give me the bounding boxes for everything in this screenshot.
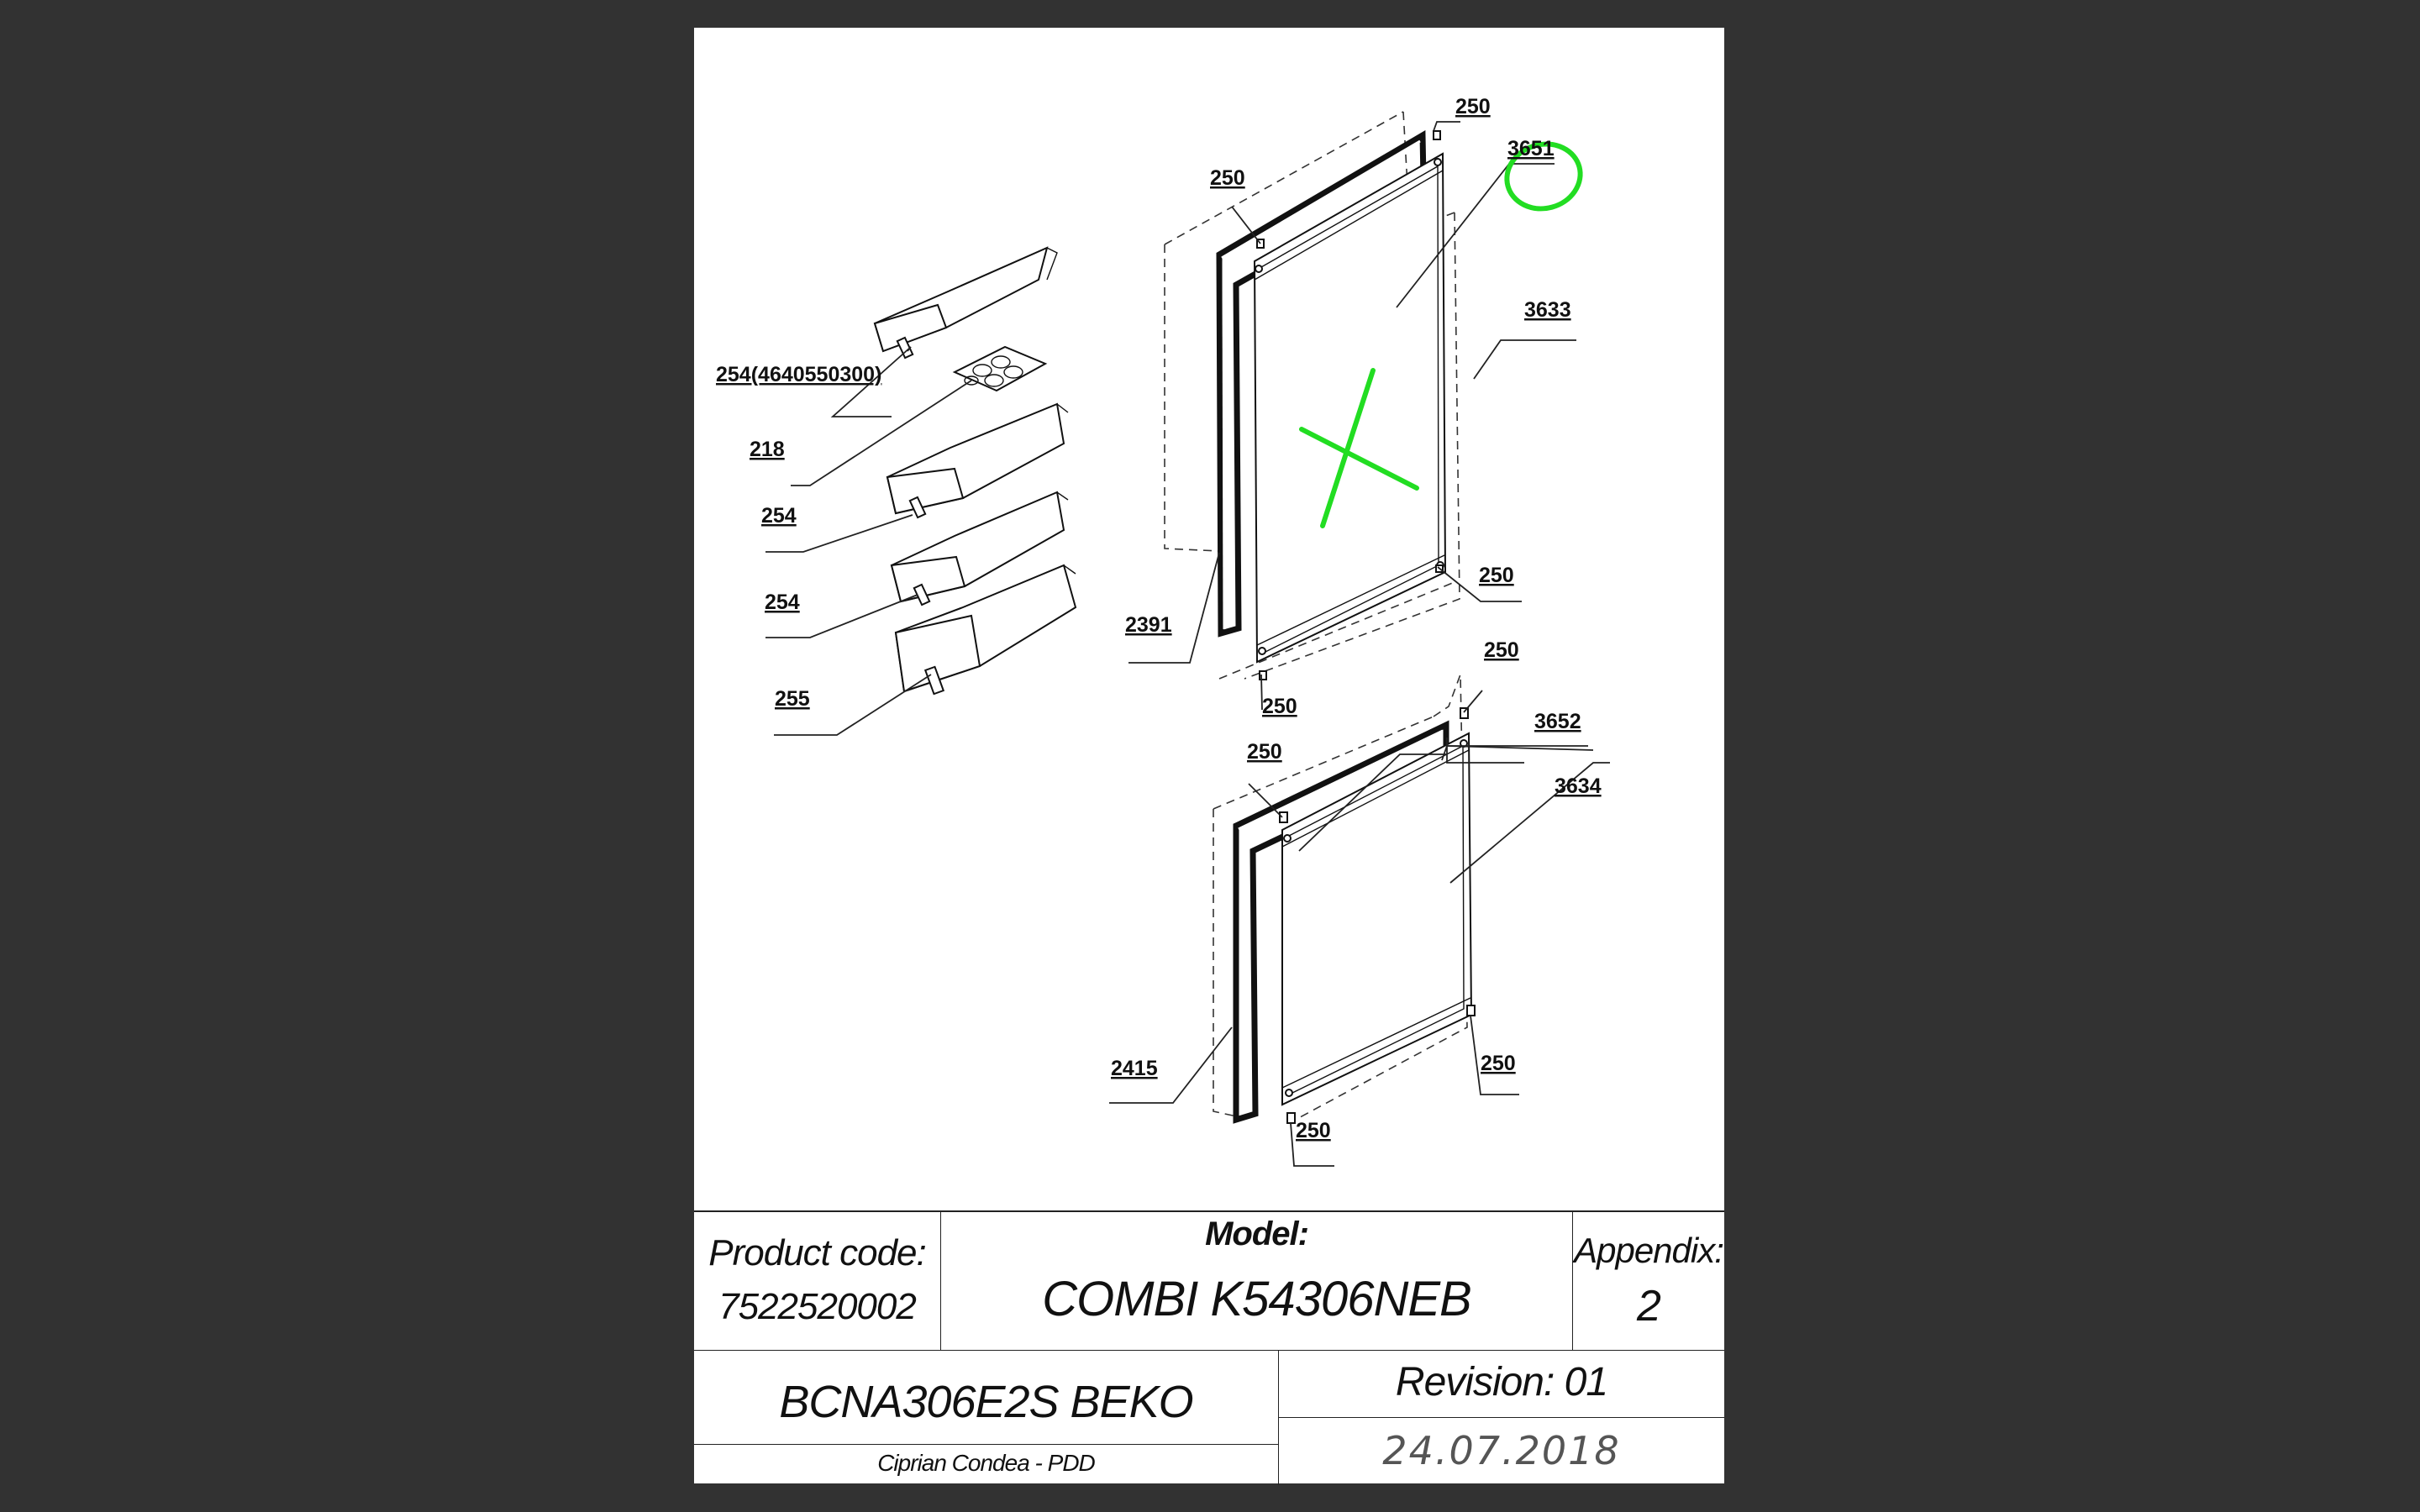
appendix-label: Appendix: [1574, 1231, 1724, 1270]
date: 24.07.2018 [1382, 1428, 1621, 1473]
product-name-cell: BCNA306E2S BEKO [694, 1351, 1279, 1445]
callout-3652: 3652 [1534, 710, 1581, 733]
callout-3634: 3634 [1555, 774, 1602, 798]
callout-254: 254 [761, 504, 797, 528]
callout-250: 250 [1484, 638, 1519, 662]
callout-2391: 2391 [1125, 613, 1172, 637]
callout-254: 254 [765, 591, 800, 614]
appendix-cell: Appendix: 2 [1573, 1212, 1724, 1351]
callout-3651: 3651 [1507, 137, 1555, 160]
revision-cell: Revision: 01 [1279, 1351, 1724, 1418]
callout-254-4640550300: 254(4640550300) [716, 363, 881, 386]
model-cell: Model: COMBI K54306NEB [941, 1212, 1573, 1351]
callout-250: 250 [1479, 564, 1514, 587]
callout-250: 250 [1455, 95, 1491, 118]
cross-mark-stroke-1 [1299, 427, 1419, 491]
door-shelf-2 [886, 402, 1069, 519]
revision: Revision: 01 [1395, 1360, 1608, 1404]
leader-lines [765, 121, 1610, 1167]
model-label: Model: [1205, 1215, 1309, 1252]
cross-mark-stroke-2 [1320, 368, 1376, 528]
callout-250: 250 [1296, 1119, 1331, 1142]
callout-2415: 2415 [1111, 1057, 1158, 1080]
egg-tray [952, 345, 1048, 392]
callout-250: 250 [1210, 166, 1245, 190]
annotation-marks [1299, 141, 1583, 528]
model-value: COMBI K54306NEB [1042, 1272, 1471, 1326]
product-code-label: Product code: [708, 1232, 927, 1273]
door-shelf-top [873, 246, 1058, 360]
author-cell: Ciprian Condea - PDD [694, 1445, 1279, 1485]
callout-255: 255 [775, 687, 810, 711]
upper-door-assembly [1164, 111, 1460, 680]
date-cell: 24.07.2018 [1279, 1418, 1724, 1485]
drawing-sheet: 250 250 3651 3633 254(4640550300) 218 25… [694, 28, 1724, 1485]
door-shelf-3 [890, 491, 1069, 606]
callout-250: 250 [1262, 695, 1297, 718]
callout-3633: 3633 [1524, 298, 1571, 322]
product-code-cell: Product code: 7522520002 [694, 1212, 941, 1351]
callout-250: 250 [1481, 1052, 1516, 1075]
door-shelf-bottom [894, 564, 1077, 696]
author: Ciprian Condea - PDD [877, 1450, 1096, 1476]
product-name: BCNA306E2S BEKO [779, 1377, 1193, 1427]
exploded-parts-diagram: 250 250 3651 3633 254(4640550300) 218 25… [716, 95, 1610, 1167]
product-code-value: 7522520002 [718, 1286, 917, 1327]
callout-250: 250 [1247, 740, 1282, 764]
callout-218: 218 [750, 438, 785, 461]
callout-labels: 250 250 3651 3633 254(4640550300) 218 25… [716, 95, 1602, 1142]
appendix-value: 2 [1637, 1282, 1661, 1331]
title-block: Product code: 7522520002 Model: COMBI K5… [694, 1210, 1724, 1485]
highlight-circle-3651 [1504, 141, 1583, 212]
lower-door-assembly [1213, 581, 1476, 1124]
